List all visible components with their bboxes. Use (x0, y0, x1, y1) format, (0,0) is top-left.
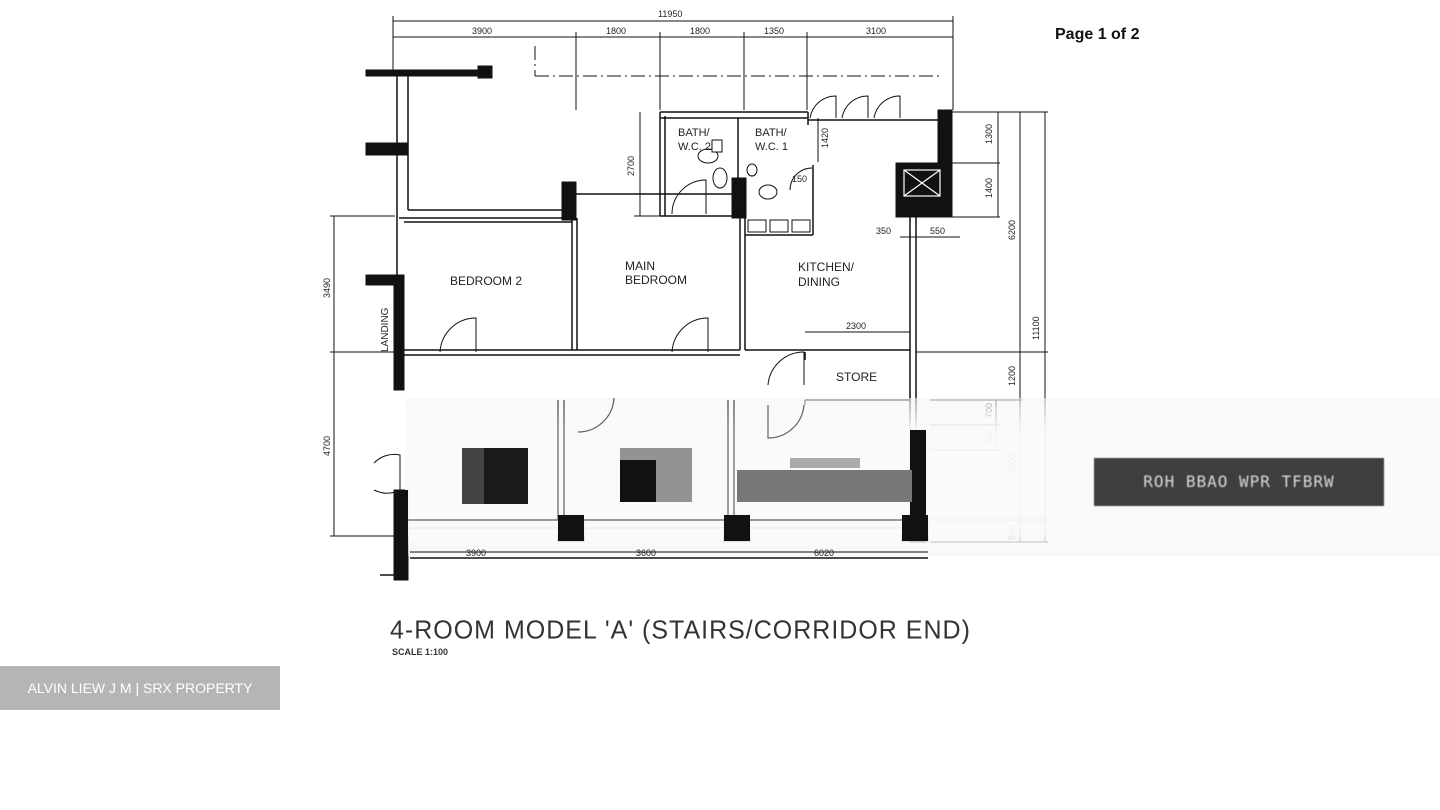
dim-right-1300: 1300 (984, 124, 994, 144)
room-kitchen-line2: DINING (798, 275, 840, 289)
top-dimension-lines (392, 16, 954, 110)
agent-watermark: ALVIN LIEW J M | SRX PROPERTY (0, 666, 280, 710)
room-landing: LANDING (380, 307, 391, 352)
dim-bath-2700: 2700 (626, 156, 636, 176)
room-bath1-line2: W.C. 1 (755, 141, 788, 153)
dim-right-6200: 6200 (1007, 220, 1017, 240)
dim-kitchen-550: 550 (930, 226, 945, 236)
lift-shaft (903, 169, 941, 197)
left-dimension-lines (330, 215, 395, 537)
dim-right-1200: 1200 (1007, 366, 1017, 386)
dim-bath-150: 150 (792, 174, 807, 184)
dim-top-4: 1350 (764, 26, 784, 36)
room-store: STORE (836, 370, 877, 384)
dim-left-4700: 4700 (322, 436, 332, 456)
room-bedroom2: BEDROOM 2 (450, 274, 522, 288)
dim-right-1400: 1400 (984, 178, 994, 198)
room-bath1-line1: BATH/ (755, 127, 788, 139)
dim-top-5: 3100 (866, 26, 886, 36)
room-kitchen-line1: KITCHEN/ (798, 260, 855, 274)
dim-top-total: 11950 (658, 9, 682, 19)
room-main-bedroom-line2: BEDROOM (625, 273, 687, 287)
dim-bath-1420: 1420 (820, 128, 830, 148)
redacted-label: ROH BBAO WPR TFBRW (1094, 458, 1384, 506)
dim-top-3: 1800 (690, 26, 710, 36)
room-bath2-line2: W.C. 2 (678, 141, 711, 153)
page-indicator: Page 1 of 2 (1055, 26, 1140, 43)
dim-top-2: 1800 (606, 26, 626, 36)
room-bath2-line1: BATH/ (678, 127, 711, 139)
plan-scale: SCALE 1:100 (392, 647, 449, 657)
dim-kitchen-350: 350 (876, 226, 891, 236)
room-main-bedroom-line1: MAIN (625, 259, 655, 273)
dim-store-2300: 2300 (846, 321, 866, 331)
bath-fixtures (697, 139, 811, 233)
dim-top-1: 3900 (472, 26, 492, 36)
dim-right-11100: 11100 (1031, 316, 1041, 340)
dim-left-3490: 3490 (322, 278, 332, 298)
plan-title: 4-ROOM MODEL 'A' (STAIRS/CORRIDOR END) (390, 615, 971, 645)
